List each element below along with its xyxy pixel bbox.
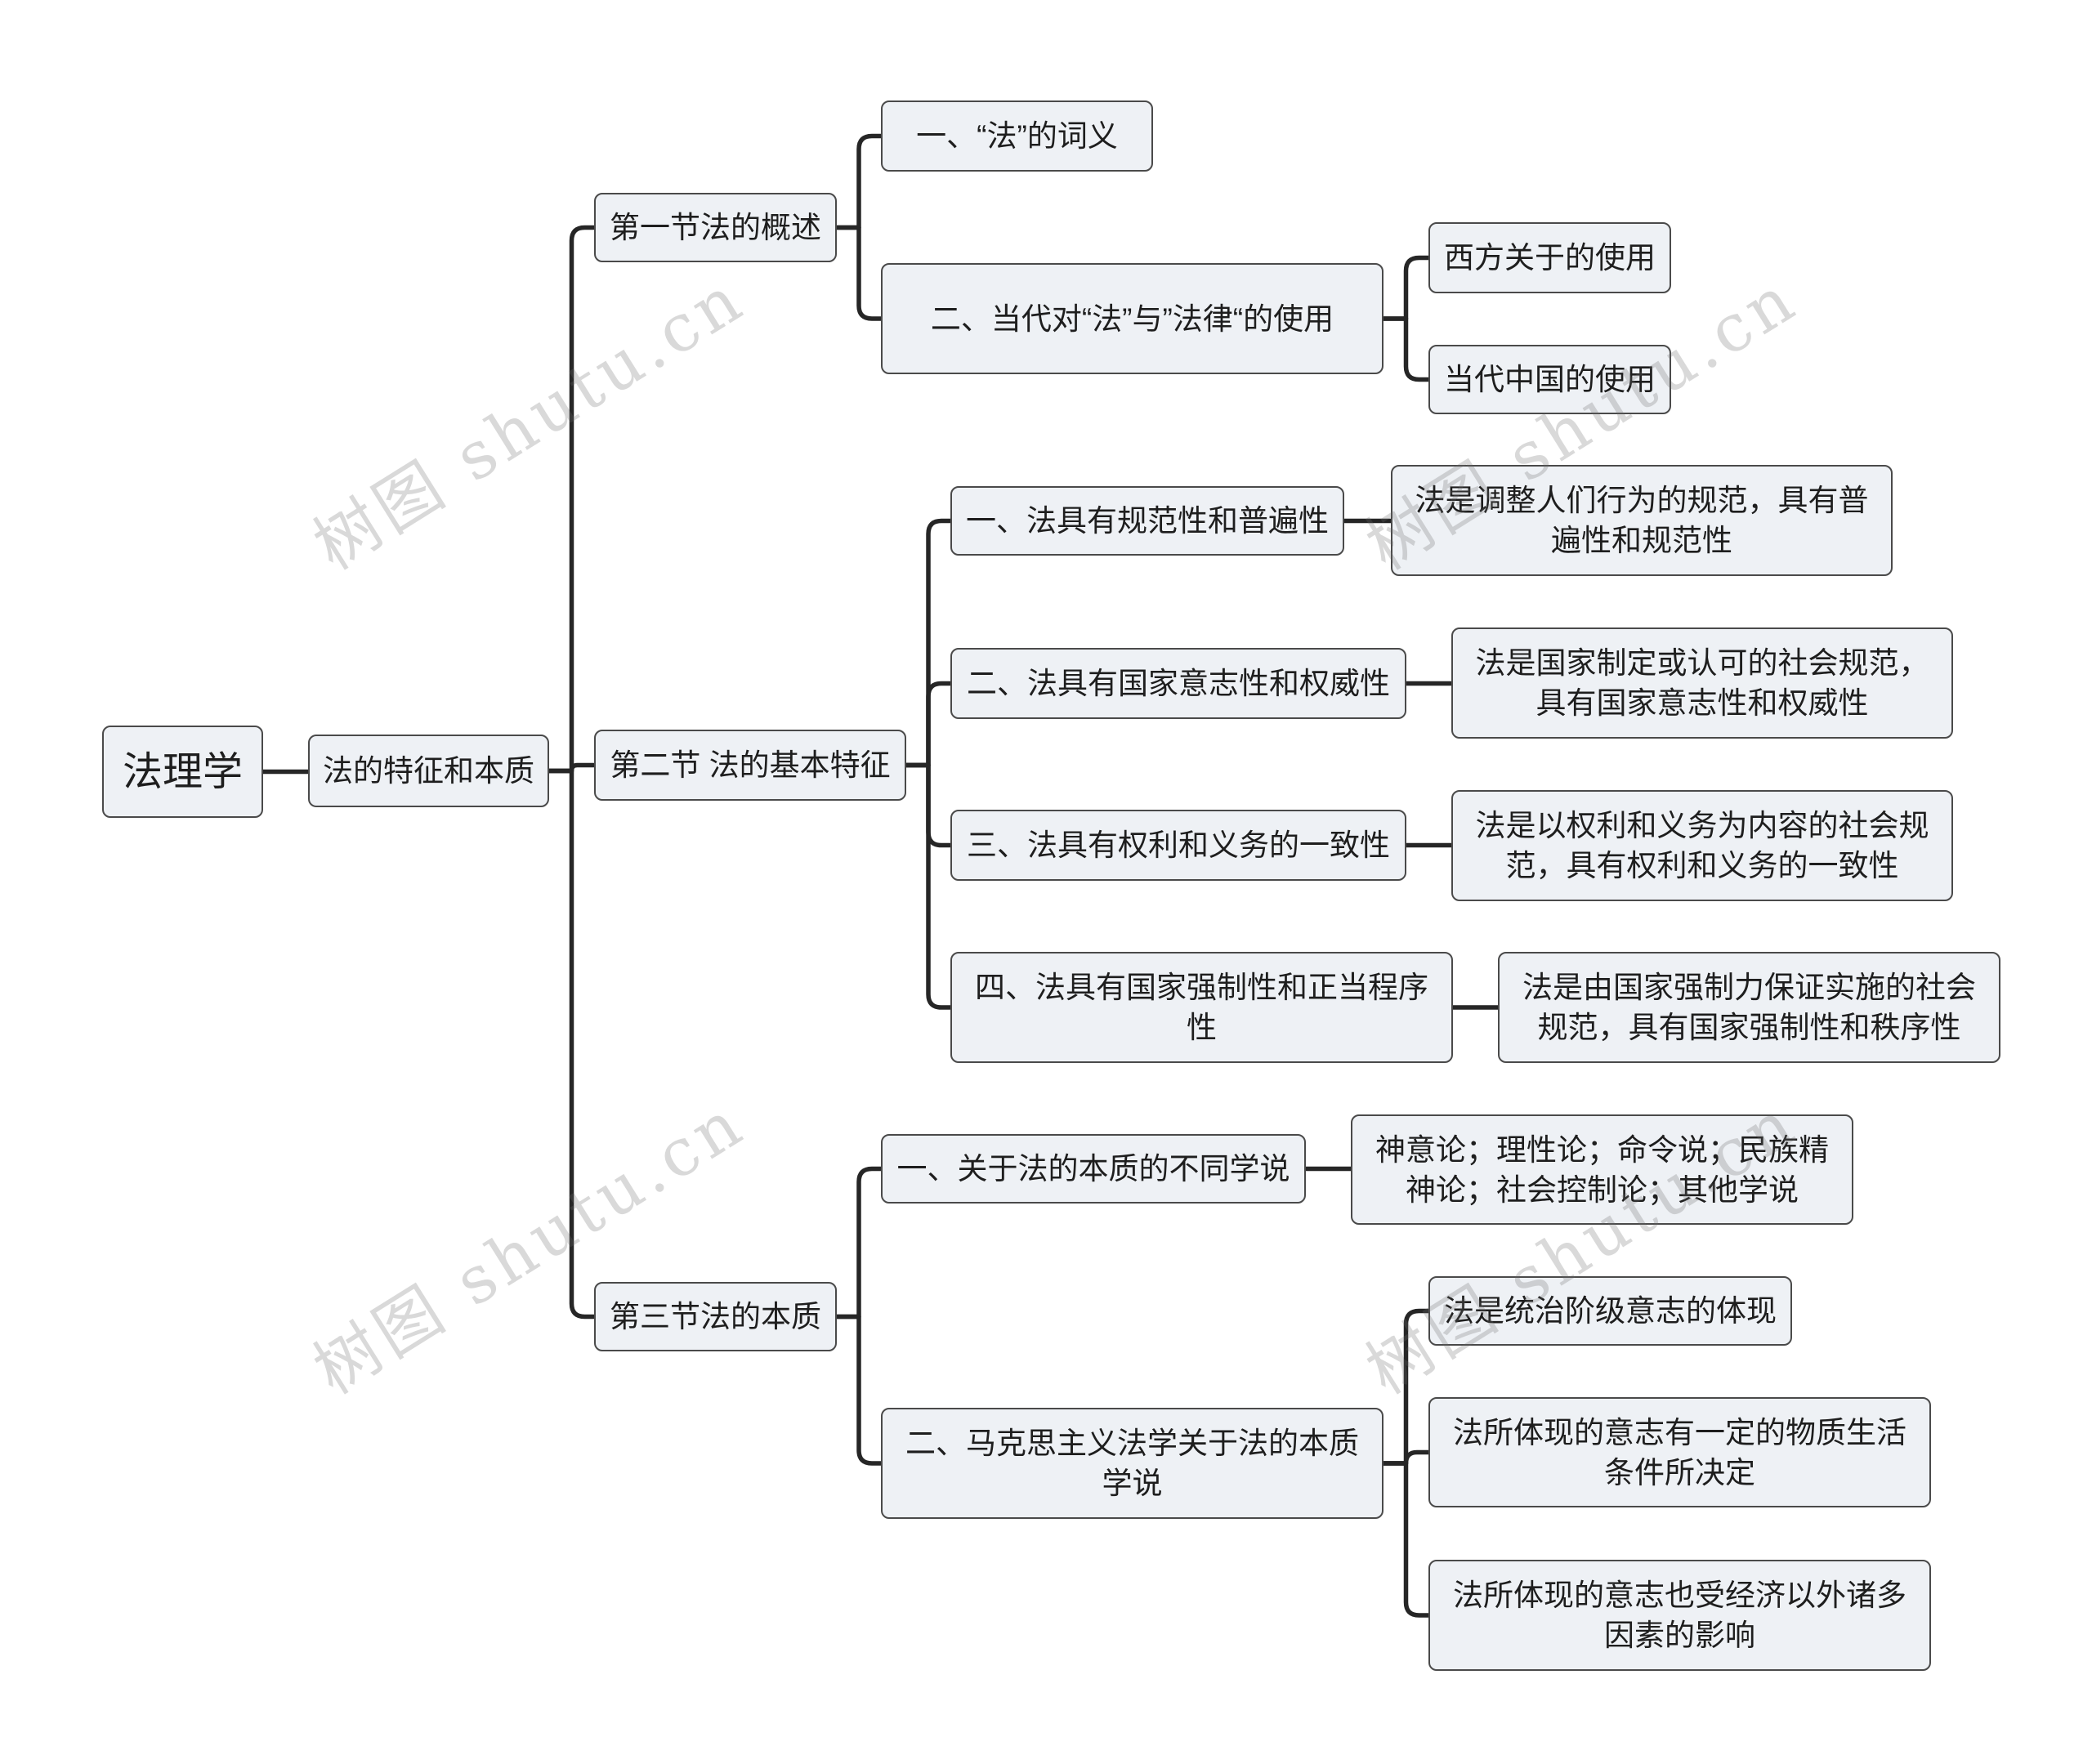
topic-label: 法是调整人们行为的规范，具有普遍性和规范性 [1415, 484, 1869, 557]
topic-label: 法是以权利和义务为内容的社会规范，具有权利和义务的一致性 [1475, 809, 1929, 882]
topic-label: 第二节 法的基本特征 [610, 748, 891, 782]
connector-line [837, 1166, 881, 1320]
connector-line [837, 133, 881, 230]
connector-line [549, 225, 594, 774]
connector-line [1383, 255, 1428, 321]
connector-line [906, 762, 950, 1010]
connector-line [1383, 316, 1428, 382]
connector-line [906, 518, 950, 768]
topic-chinese-usage[interactable]: 当代中国的使用 [1428, 345, 1671, 414]
root-topic[interactable]: 法理学 [102, 726, 263, 818]
topic-label: 一、关于法的本质的不同学说 [896, 1152, 1290, 1186]
topic-label: 二、当代对“法”与”法律“的使用 [930, 301, 1334, 336]
topic-theories-of-essence[interactable]: 一、关于法的本质的不同学说 [881, 1134, 1306, 1204]
connector-line [549, 768, 594, 1320]
connector-line [1383, 1308, 1428, 1466]
topic-feature-state-will[interactable]: 二、法具有国家意志性和权威性 [950, 648, 1406, 719]
topic-label: 三、法具有权利和义务的一致性 [967, 828, 1390, 862]
topic-label: 二、法具有国家意志性和权威性 [967, 667, 1390, 700]
connector-line [837, 225, 881, 321]
topic-label: 神意论；理性论；命令说；民族精神论；社会控制论；其他学说 [1375, 1132, 1829, 1207]
topic-feature-normativity-detail[interactable]: 法是调整人们行为的规范，具有普遍性和规范性 [1391, 465, 1893, 576]
topic-meaning-of-fa[interactable]: 一、“法”的词义 [881, 100, 1153, 172]
topic-contemporary-usage[interactable]: 二、当代对“法”与”法律“的使用 [881, 263, 1383, 374]
topic-label: 二、马克思主义法学关于法的本质学说 [905, 1427, 1359, 1500]
topic-feature-normativity[interactable]: 一、法具有规范性和普遍性 [950, 486, 1344, 556]
topic-label: 法是统治阶级意志的体现 [1444, 1294, 1777, 1328]
topic-characteristics-and-essence[interactable]: 法的特征和本质 [308, 735, 549, 807]
topic-label: 第三节法的本质 [610, 1300, 821, 1333]
topic-label: 一、法具有规范性和普遍性 [966, 504, 1329, 538]
topic-label: 法的特征和本质 [323, 754, 534, 788]
connector-line [837, 1314, 881, 1466]
connector-line [906, 681, 950, 768]
topic-western-usage[interactable]: 西方关于的使用 [1428, 222, 1671, 293]
topic-section-1-overview[interactable]: 第一节法的概述 [594, 193, 837, 262]
topic-non-economic-factors[interactable]: 法所体现的意志也受经济以外诸多因素的影响 [1428, 1560, 1931, 1671]
topic-feature-state-coercion[interactable]: 四、法具有国家强制性和正当程序性 [950, 952, 1453, 1063]
topic-feature-state-coercion-detail[interactable]: 法是由国家强制力保证实施的社会规范，具有国家强制性和秩序性 [1498, 952, 2000, 1063]
topic-label: 一、“法”的词义 [916, 119, 1118, 153]
connector-line [1383, 1461, 1428, 1618]
topic-label: 法是由国家强制力保证实施的社会规范，具有国家强制性和秩序性 [1522, 971, 1976, 1044]
topic-section-2-basic-features[interactable]: 第二节 法的基本特征 [594, 730, 906, 801]
topic-marxist-theory[interactable]: 二、马克思主义法学关于法的本质学说 [881, 1408, 1383, 1519]
topic-label: 当代中国的使用 [1444, 363, 1656, 396]
topic-label: 法是国家制定或认可的社会规范，具有国家意志性和权威性 [1475, 646, 1929, 720]
topic-ruling-class-will[interactable]: 法是统治阶级意志的体现 [1428, 1276, 1792, 1346]
root-topic-label: 法理学 [122, 749, 243, 794]
topic-material-conditions[interactable]: 法所体现的意志有一定的物质生活条件所决定 [1428, 1397, 1931, 1507]
topic-label: 第一节法的概述 [610, 211, 821, 244]
topic-feature-state-will-detail[interactable]: 法是国家制定或认可的社会规范，具有国家意志性和权威性 [1451, 627, 1953, 739]
topic-feature-rights-duties[interactable]: 三、法具有权利和义务的一致性 [950, 810, 1406, 881]
topic-label: 四、法具有国家强制性和正当程序性 [975, 971, 1428, 1044]
topic-label: 法所体现的意志也受经济以外诸多因素的影响 [1453, 1579, 1906, 1652]
topic-label: 西方关于的使用 [1444, 241, 1656, 275]
topic-feature-rights-duties-detail[interactable]: 法是以权利和义务为内容的社会规范，具有权利和义务的一致性 [1451, 790, 1953, 901]
topic-section-3-essence[interactable]: 第三节法的本质 [594, 1282, 837, 1351]
topic-theories-list[interactable]: 神意论；理性论；命令说；民族精神论；社会控制论；其他学说 [1351, 1114, 1853, 1225]
topic-label: 法所体现的意志有一定的物质生活条件所决定 [1453, 1415, 1906, 1489]
